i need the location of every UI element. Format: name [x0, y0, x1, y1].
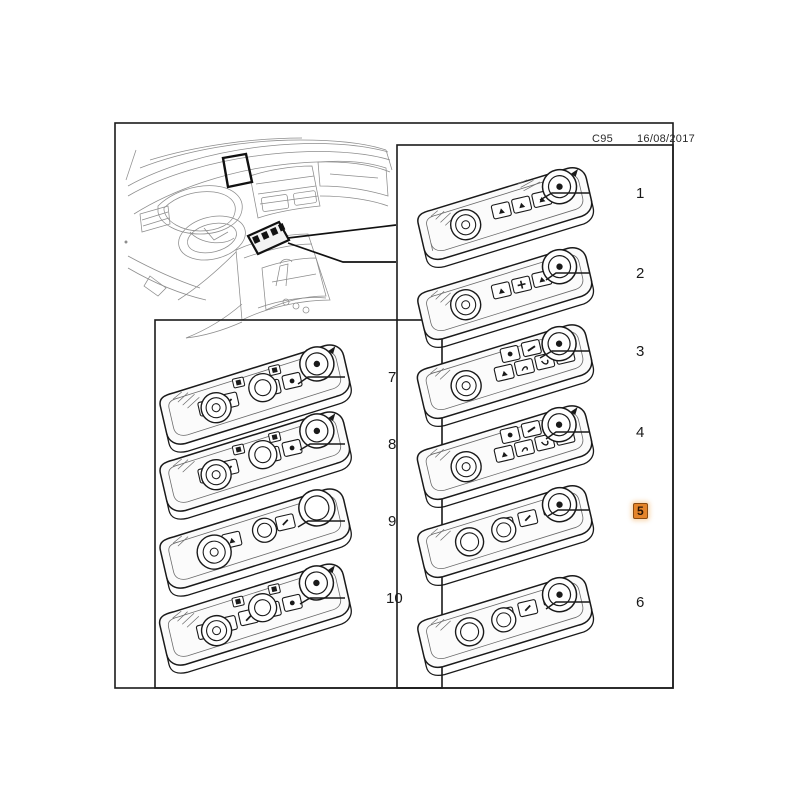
callout-number-4[interactable]: 4 — [636, 424, 645, 441]
part-door-switch-panel-8 — [159, 411, 352, 520]
callout-number-10[interactable]: 10 — [386, 590, 403, 607]
callout-number-2[interactable]: 2 — [636, 265, 645, 282]
part-window-switch-panel-3 — [416, 324, 595, 428]
callout-number-8[interactable]: 8 — [388, 436, 397, 453]
callout-number-1[interactable]: 1 — [636, 185, 645, 202]
part-window-switch-panel-1 — [417, 167, 595, 269]
console-switch-cluster-highlight — [246, 220, 291, 256]
dash-component-highlight-outline — [221, 152, 254, 189]
part-window-switch-panel-4 — [416, 405, 595, 509]
document-date-label: 16/08/2017 — [637, 133, 696, 145]
part-door-switch-panel-10 — [158, 563, 352, 674]
detail-frame-right — [396, 144, 674, 689]
part-window-switch-panel-5 — [417, 485, 595, 587]
part-door-switch-panel-7 — [159, 344, 352, 453]
callout-number-5-highlighted[interactable]: 5 — [633, 503, 648, 519]
leader-1 — [539, 192, 590, 201]
part-window-switch-panel-6 — [417, 575, 595, 677]
detail-frame-left — [154, 319, 443, 689]
callout-leader-lines — [297, 192, 590, 610]
callout-number-7[interactable]: 7 — [388, 369, 397, 386]
dashboard-inset-drawing — [124, 137, 393, 339]
callout-number-9[interactable]: 9 — [388, 513, 397, 530]
callout-number-6[interactable]: 6 — [636, 594, 645, 611]
leader-line-to-left-panel-upper — [287, 242, 396, 263]
part-window-switch-panel-2 — [417, 247, 595, 349]
callout-number-3[interactable]: 3 — [636, 343, 645, 360]
leader-line-to-right-panel — [287, 224, 397, 239]
part-door-switch-panel-9 — [159, 488, 352, 597]
document-code-label: C95 — [592, 133, 614, 145]
